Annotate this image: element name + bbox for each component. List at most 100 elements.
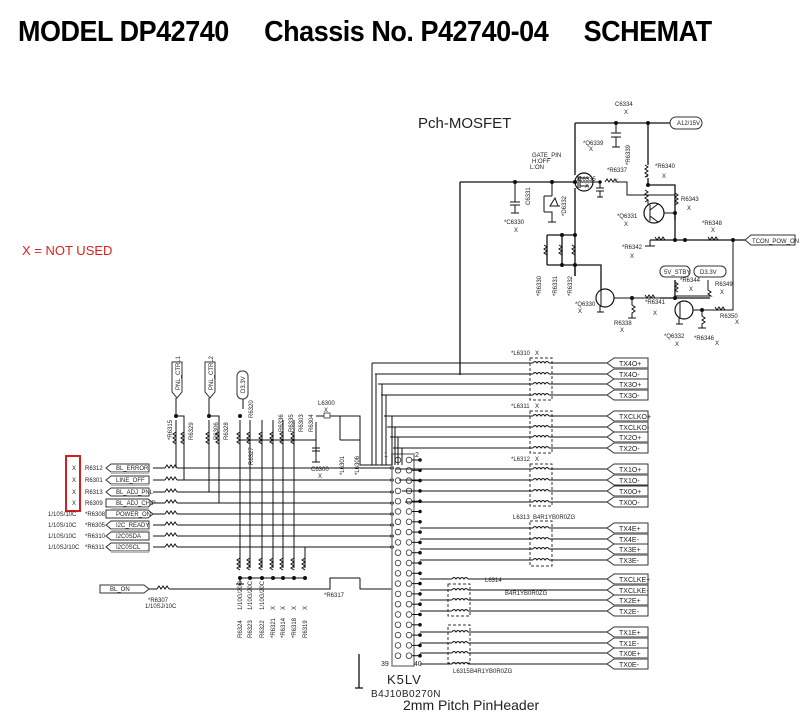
signal-port — [105, 509, 154, 519]
resistor-symbol — [172, 431, 177, 445]
common-mode-choke — [529, 357, 553, 401]
part-val: X — [624, 110, 628, 116]
output-port-label: TXCLKO+ — [619, 414, 651, 421]
output-port-label: TX0O+ — [619, 489, 641, 496]
resistor-ref: R6323 — [248, 620, 254, 638]
common-mode-choke — [529, 463, 553, 507]
coil-winding — [532, 478, 550, 481]
resistor-ref: R6303 — [299, 414, 305, 432]
coil-winding — [451, 588, 469, 591]
resistor-symbol — [215, 431, 220, 445]
5v-stby-label: 5V_STBY — [664, 270, 690, 276]
filter-ref: L6315 — [453, 669, 470, 675]
transistor-q6330-symbol — [595, 288, 615, 308]
part-ref: R6349 — [715, 282, 733, 288]
transistor-q6331-symbol — [643, 202, 665, 224]
connector-pin — [405, 642, 413, 649]
connector-pin — [405, 498, 413, 505]
resistor-value: X — [303, 606, 309, 610]
resistor-ref: R6329 — [189, 422, 195, 440]
part-val: X — [720, 290, 724, 296]
coil-winding — [532, 361, 550, 364]
ferrite-bead — [323, 412, 331, 419]
part-ref: R6350 — [720, 314, 738, 320]
tcon-pow-on-label: TCON_POW_ON — [752, 239, 799, 245]
port-shadow — [111, 551, 149, 553]
signal-label: BL_ADJ_CHIP — [116, 501, 156, 507]
part-ref: *R6341 — [645, 300, 666, 306]
resistor-ref: R6309 — [85, 501, 103, 507]
part-val: X — [578, 309, 582, 315]
coil-winding — [532, 393, 550, 396]
common-mode-choke — [529, 520, 553, 567]
connector-part-number: B4J10B0270N — [371, 689, 441, 700]
resistor-value: X — [72, 501, 76, 507]
pnl-ctrl2-label: PNL_CTRL2 — [209, 355, 215, 390]
resistor-symbol — [301, 557, 306, 571]
resistor-ref: R6322 — [260, 620, 266, 638]
mosfet-section-title: Pch-MOSFET — [418, 115, 511, 132]
part-val: X — [630, 254, 634, 260]
filter-ref: L6313 — [513, 515, 530, 521]
output-port — [606, 543, 649, 555]
part-val: X — [585, 184, 589, 190]
resistor-value: 1/10G/20C — [248, 580, 254, 610]
lvds-output-ports: TX4O+TX4O-TX3O+TX3O-TXCLKO+TXCLKO-TX2O+T… — [371, 357, 651, 670]
part-ref: *R6344 — [680, 278, 701, 284]
resistor-symbol — [236, 431, 241, 445]
resistor-symbol — [164, 521, 178, 526]
part-val: X — [675, 342, 679, 348]
output-port-label: TX3O- — [619, 393, 640, 400]
part-ref: L6300 — [318, 401, 335, 407]
resistor-symbol — [164, 532, 178, 537]
coil-winding — [451, 598, 469, 601]
signal-port — [105, 463, 150, 473]
filter-value: B4R1YB0R0ZG — [533, 515, 576, 521]
pnl-ctrl1-label: PNL_CTRL1 — [176, 355, 182, 390]
connector-pin — [405, 559, 413, 567]
output-port — [606, 357, 649, 369]
signal-port — [105, 531, 150, 541]
output-port-label: TXCLKE- — [619, 588, 649, 595]
connector-pin — [405, 467, 413, 474]
signal-label: POWER_ON — [116, 512, 151, 518]
junction-dot — [238, 414, 242, 418]
part-ref: *R6330 — [537, 275, 543, 296]
5v-stby-port — [659, 265, 691, 278]
signal-label: I2C_READY — [116, 523, 149, 529]
coil-winding — [451, 609, 469, 612]
port-shadow — [111, 507, 149, 509]
port-shadow — [111, 529, 149, 531]
output-port — [606, 410, 649, 422]
coil-winding — [451, 577, 469, 580]
d33v-input-label: D3.3V — [241, 376, 247, 393]
filter-ref: *L6310 — [511, 351, 531, 357]
part-val: X — [689, 287, 693, 293]
part-val: X — [653, 311, 657, 317]
top-input-ports: PNL_CTRL1 PNL_CTRL2 D3.3V — [171, 355, 249, 400]
output-port — [606, 421, 649, 433]
resistor-ref: *R6310 — [85, 534, 106, 540]
port-shadow — [111, 472, 149, 474]
coil-winding — [451, 641, 469, 644]
resistor-ref: R6320 — [249, 400, 255, 418]
d33v-port — [693, 265, 727, 278]
resistor-symbol — [236, 557, 241, 571]
coil-winding — [532, 558, 550, 561]
rail-port-label: A12/15V — [677, 121, 700, 127]
connector-pin — [394, 621, 402, 628]
d33v-label: D3.3V — [700, 270, 717, 276]
k5lv-connector: 1 2 39 40 K5LV B4J10B0270N 2mm Pitch Pin… — [355, 452, 540, 713]
resistor-ref: *R6311 — [85, 545, 105, 551]
common-mode-choke — [529, 410, 553, 454]
part-ref: R6343 — [681, 197, 699, 203]
output-port-label: TXCLKO- — [619, 425, 650, 432]
bl-on-ref: *R6307 — [148, 598, 169, 604]
resistor-ref: R6328 — [224, 422, 230, 440]
part-ref: *L6301 — [340, 455, 346, 475]
tcon-pow-on-port — [744, 234, 796, 246]
output-port-label: TX1E- — [619, 641, 640, 648]
connector-pin — [405, 570, 413, 577]
output-port-label: TX1O+ — [619, 467, 641, 474]
